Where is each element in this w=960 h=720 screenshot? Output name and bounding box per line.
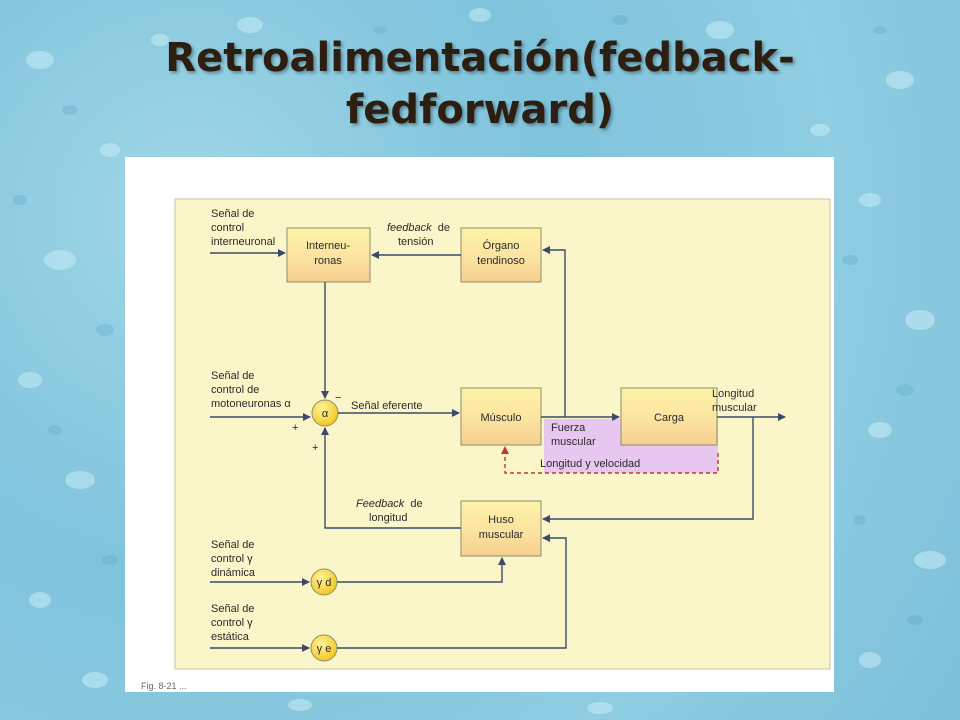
- arrow-gamma-e-to-huso: [337, 534, 567, 649]
- label-feedback-longitud: Feedback de longitud: [356, 498, 423, 524]
- svg-text:control γ: control γ: [211, 617, 253, 629]
- svg-text:muscular: muscular: [551, 436, 596, 448]
- svg-text:control de: control de: [211, 384, 259, 396]
- node-gamma-e-label: γ e: [317, 643, 332, 655]
- node-gamma-e: γ e: [310, 634, 338, 662]
- svg-text:Señal de: Señal de: [211, 208, 254, 220]
- node-gamma-d: γ d: [310, 568, 338, 596]
- label-input-interneuronal: Señal de control interneuronal: [211, 208, 275, 248]
- slide-title: Retroalimentación(fedback- fedforward): [0, 32, 960, 136]
- svg-text:interneuronal: interneuronal: [211, 236, 275, 248]
- arrow-feedback-longitud: [321, 427, 461, 529]
- label-plus-feedback: +: [312, 442, 318, 454]
- slide-title-line2: fedforward): [345, 87, 615, 133]
- box-huso-line2: muscular: [479, 529, 524, 541]
- box-carga-label: Carga: [654, 412, 685, 424]
- figure-caption: Fig. 8-21 ...: [141, 681, 187, 691]
- box-interneuronas-line1: Interneu-: [306, 240, 350, 252]
- svg-text:feedback de: feedback de: [387, 222, 450, 234]
- svg-text:Señal de: Señal de: [211, 603, 254, 615]
- arrow-force-to-organo: [542, 246, 566, 417]
- svg-text:control: control: [211, 222, 244, 234]
- svg-text:tensión: tensión: [398, 236, 433, 248]
- svg-text:Señal de: Señal de: [211, 539, 254, 551]
- box-organo-tendinoso: Órgano tendinoso: [460, 227, 542, 283]
- node-gamma-d-label: γ d: [317, 577, 332, 589]
- svg-text:estática: estática: [211, 631, 250, 643]
- svg-text:control γ: control γ: [211, 553, 253, 565]
- label-input-gamma-dynamic: Señal de control γ dinámica: [211, 539, 256, 579]
- label-plus-alpha-input: +: [292, 422, 298, 434]
- label-input-alpha: Señal de control de motoneuronas α: [211, 370, 291, 410]
- label-longitud-muscular: Longitud muscular: [712, 388, 757, 414]
- box-interneuronas-line2: ronas: [314, 255, 342, 267]
- svg-text:Feedback de: Feedback de: [356, 498, 423, 510]
- box-musculo-label: Músculo: [481, 412, 522, 424]
- svg-text:muscular: muscular: [712, 402, 757, 414]
- svg-text:Longitud: Longitud: [712, 388, 754, 400]
- svg-text:motoneuronas α: motoneuronas α: [211, 398, 291, 410]
- box-huso-line1: Huso: [488, 514, 514, 526]
- box-interneuronas: Interneu- ronas: [286, 227, 371, 283]
- node-alpha-label: α: [322, 408, 329, 420]
- label-minus: −: [335, 392, 341, 404]
- label-input-gamma-static: Señal de control γ estática: [211, 603, 254, 643]
- arrow-gamma-d-to-huso: [337, 557, 506, 583]
- feedback-diagram-figure: Interneu- ronas Órgano tendinoso Músculo…: [125, 157, 834, 692]
- feedback-diagram: Interneu- ronas Órgano tendinoso Músculo…: [141, 198, 831, 691]
- box-organo-line1: Órgano: [483, 239, 520, 252]
- dashed-length-velocity-line: [501, 446, 719, 474]
- label-senal-eferente: Señal eferente: [351, 400, 423, 412]
- svg-text:longitud: longitud: [369, 512, 408, 524]
- box-carga: Carga: [620, 387, 718, 446]
- svg-text:Fuerza: Fuerza: [551, 422, 586, 434]
- box-musculo: Músculo: [460, 387, 542, 446]
- label-feedback-tension: feedback de tensión: [387, 222, 450, 248]
- arrow-length-to-huso: [542, 417, 754, 523]
- box-huso-muscular: Huso muscular: [460, 500, 542, 557]
- label-fuerza-muscular: Fuerza muscular: [551, 422, 596, 448]
- svg-text:Señal de: Señal de: [211, 370, 254, 382]
- svg-text:dinámica: dinámica: [211, 567, 256, 579]
- label-longitud-velocidad: Longitud y velocidad: [540, 458, 640, 470]
- box-organo-line2: tendinoso: [477, 255, 525, 267]
- slide-title-line1: Retroalimentación(fedback-: [165, 35, 795, 81]
